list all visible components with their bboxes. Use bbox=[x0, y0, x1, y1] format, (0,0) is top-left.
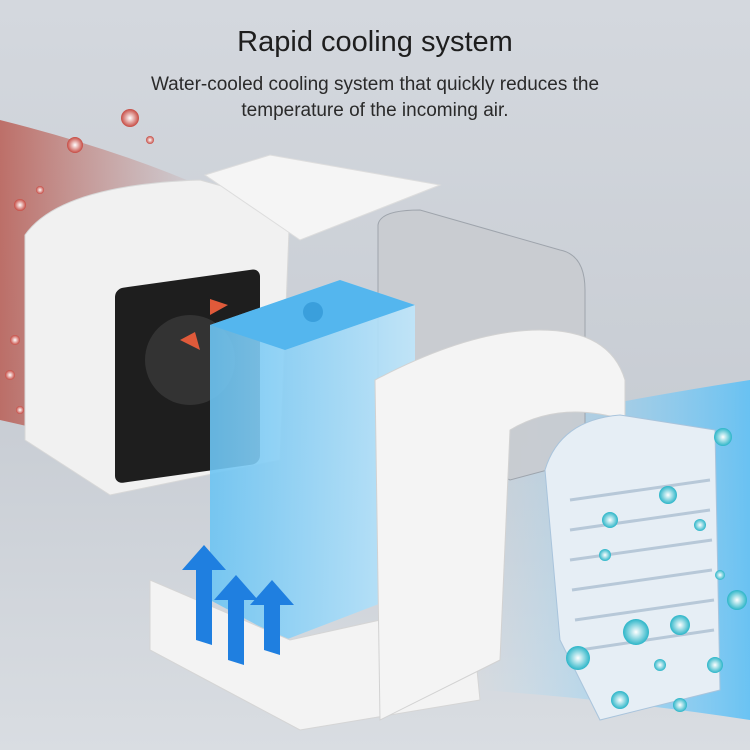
subtitle-line-1: Water-cooled cooling system that quickly… bbox=[150, 74, 600, 95]
cooling-core bbox=[210, 280, 415, 640]
front-grille bbox=[544, 414, 721, 721]
water-inlet bbox=[303, 302, 323, 322]
warm-droplets bbox=[5, 109, 154, 414]
front-housing bbox=[374, 329, 626, 721]
page-subtitle: Water-cooled cooling system that quickly… bbox=[0, 72, 750, 124]
top-lid bbox=[203, 154, 442, 241]
airflow-arrows bbox=[182, 545, 294, 665]
page-title: Rapid cooling system bbox=[237, 26, 513, 58]
subtitle-line-2: temperature of the incoming air. bbox=[241, 100, 509, 121]
cool-droplets bbox=[566, 428, 747, 712]
